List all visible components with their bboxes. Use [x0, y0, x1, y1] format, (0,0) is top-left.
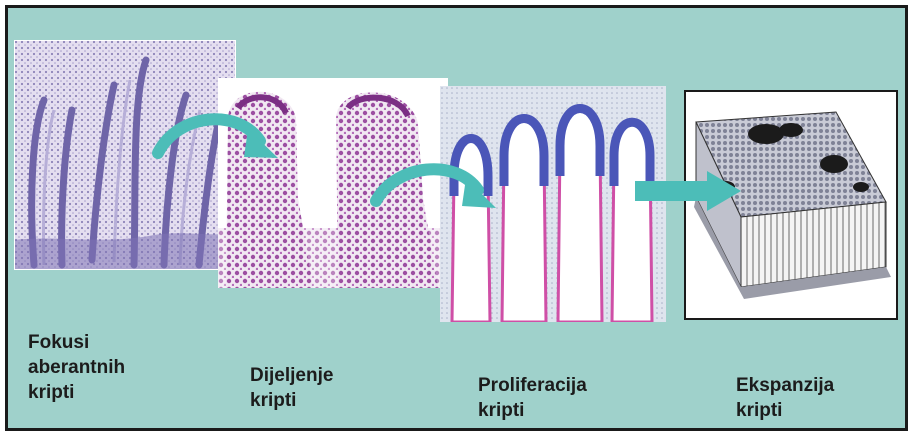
- diagram-frame: Fokusi aberantnih kripti Dijeljenje krip…: [5, 5, 908, 431]
- label-crypt-division: Dijeljenje kripti: [250, 363, 333, 413]
- curved-arrow-icon: [366, 156, 506, 226]
- label-aberrant-crypt-foci: Fokusi aberantnih kripti: [28, 330, 125, 405]
- label-crypt-expansion: Ekspanzija kripti: [736, 373, 834, 423]
- curved-arrow-icon: [148, 103, 288, 173]
- straight-arrow-icon: [635, 171, 745, 211]
- label-crypt-proliferation: Proliferacija kripti: [478, 373, 587, 423]
